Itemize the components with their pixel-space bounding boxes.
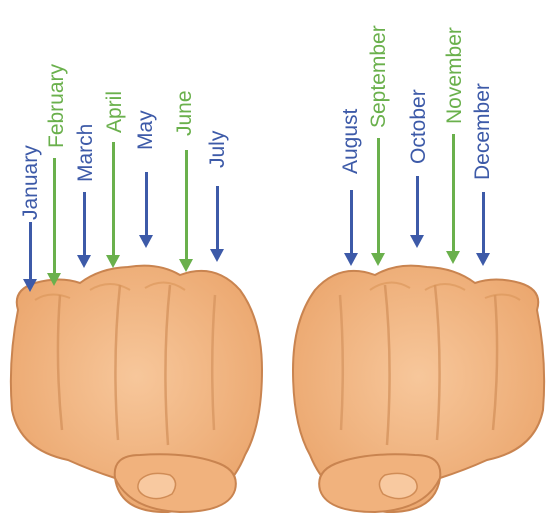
arrow-april [112, 142, 115, 256]
month-label-april: April [104, 91, 125, 133]
month-label-february: February [46, 64, 67, 148]
month-label-november: November [444, 27, 465, 124]
arrow-june [185, 150, 188, 260]
month-label-december: December [472, 83, 493, 180]
arrow-may [145, 172, 148, 236]
arrow-october [416, 176, 419, 236]
arrow-february [53, 158, 56, 274]
month-label-september: September [368, 25, 389, 128]
month-label-january: January [20, 145, 41, 220]
month-label-june: June [174, 90, 195, 136]
month-label-may: May [135, 110, 156, 150]
arrow-march [83, 192, 86, 256]
arrow-january [29, 222, 32, 280]
month-label-march: March [75, 124, 96, 182]
month-label-july: July [207, 131, 228, 168]
arrow-november [452, 134, 455, 252]
month-label-august: August [340, 109, 361, 174]
arrow-august [350, 190, 353, 254]
right-fist [293, 266, 544, 512]
month-label-october: October [408, 89, 429, 164]
left-fist [11, 266, 262, 512]
arrow-july [216, 186, 219, 250]
arrow-december [482, 192, 485, 254]
arrow-september [377, 138, 380, 254]
